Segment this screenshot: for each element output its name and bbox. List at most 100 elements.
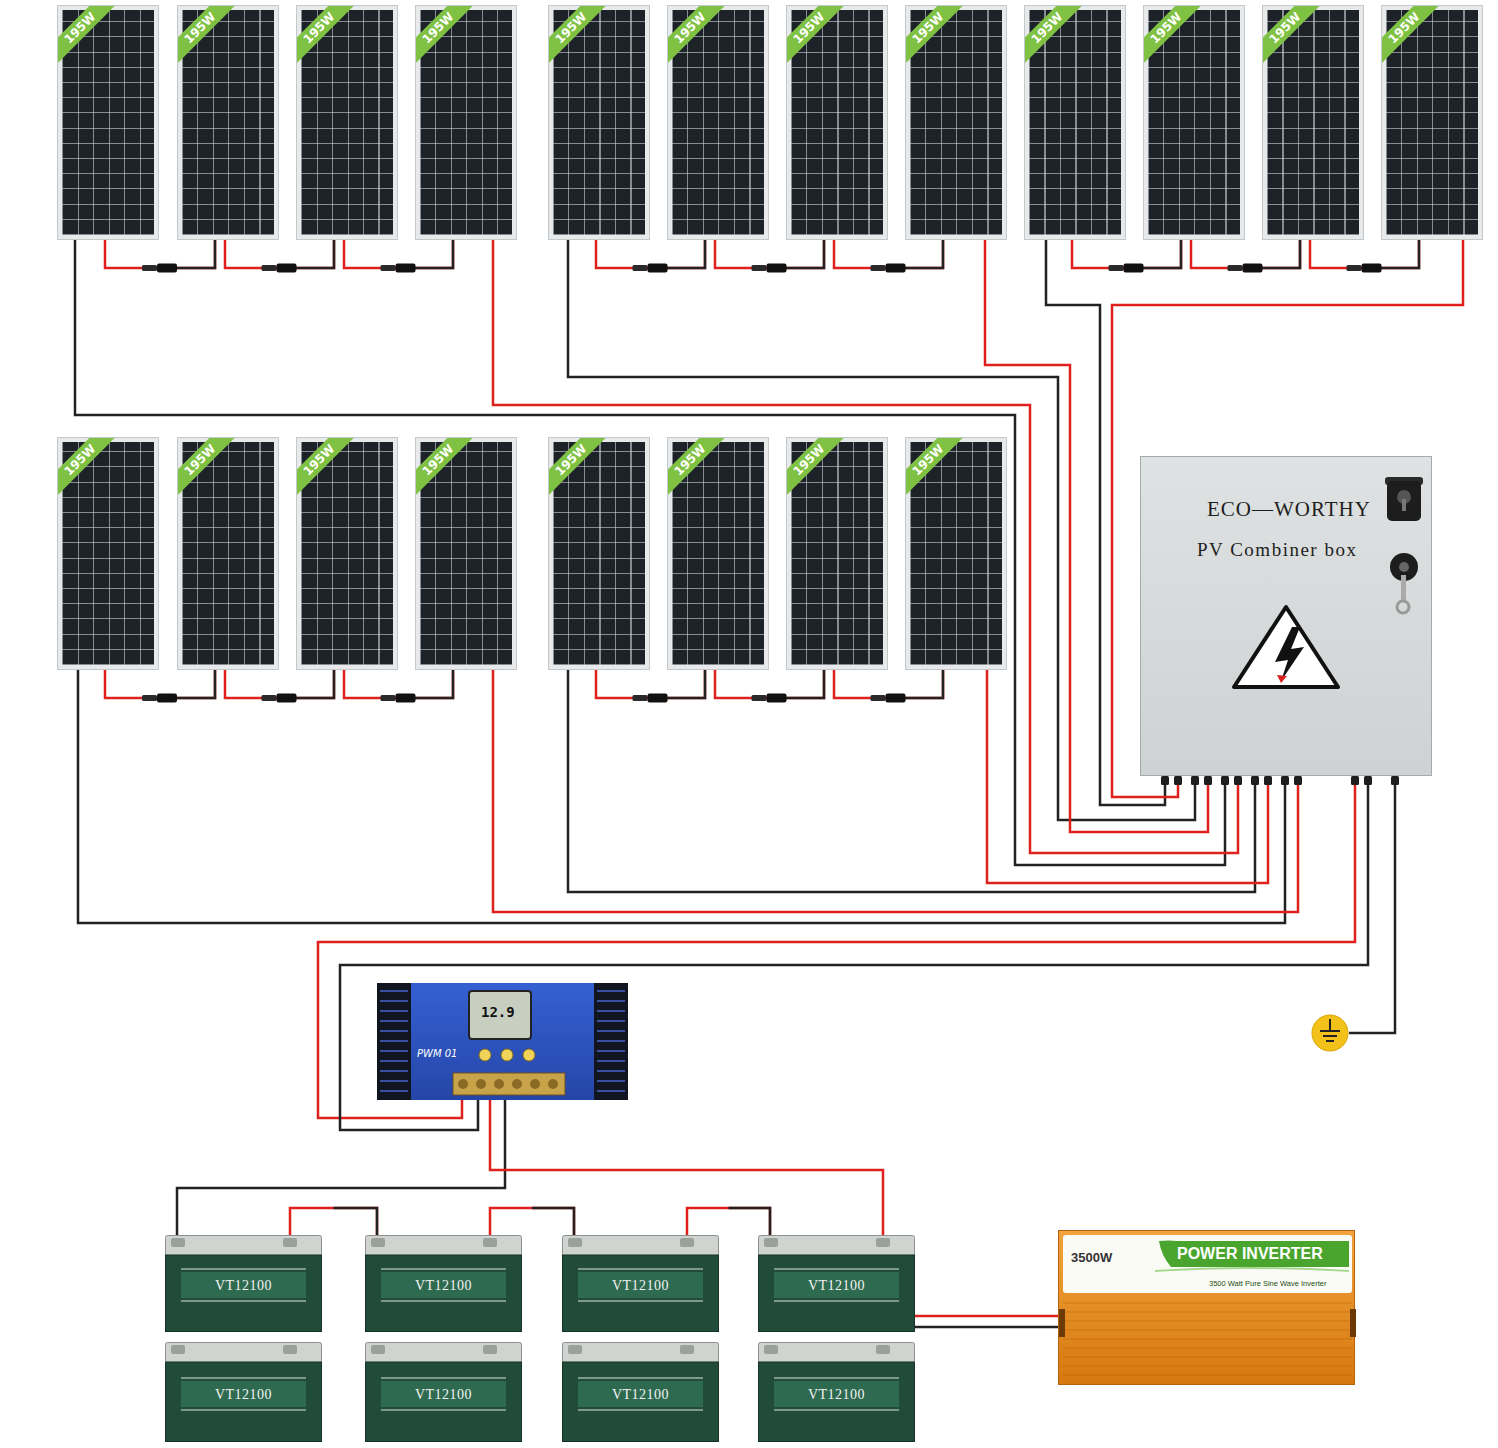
line-shape: [380, 1090, 408, 1092]
text-holder: VT12100: [165, 1276, 322, 1294]
power-inverter: 3500W POWER INVERTER 3500 Watt Pure Sine W…: [1058, 1230, 1355, 1385]
solar-panel: 195W: [1024, 5, 1126, 240]
product-subtitle: 3500 Watt Pure Sine Wave Inverter: [1209, 1279, 1326, 1288]
line-shape: [181, 1378, 306, 1379]
text-holder: VT12100: [562, 1385, 719, 1403]
rect-shape: [366, 1343, 522, 1363]
wire: [915, 1315, 1058, 1318]
rect-shape: [759, 1255, 915, 1332]
line-shape: [597, 1000, 625, 1002]
cable-gland: [1251, 776, 1259, 785]
charge-controller: 12.9PWM 01: [377, 983, 628, 1100]
line-shape: [578, 1378, 703, 1379]
wire: [490, 1100, 883, 1235]
text-holder: VT12100: [365, 1385, 522, 1403]
mc4-socket: [1124, 264, 1144, 273]
rect-shape: [366, 1236, 522, 1256]
line-shape: [578, 1410, 703, 1411]
battery-model: VT12100: [215, 1387, 272, 1402]
rect-shape: [1402, 499, 1406, 511]
battery: VT12100: [562, 1342, 719, 1442]
solar-panel: 195W: [548, 5, 650, 240]
line-shape: [1063, 1330, 1352, 1331]
solar-panel: 195W: [57, 437, 159, 670]
circle-shape: [523, 1049, 535, 1061]
text-holder: PV Combiner box: [1197, 539, 1357, 561]
battery: VT12100: [758, 1235, 915, 1332]
line-shape: [380, 1040, 408, 1042]
text-holder: 3500W: [1071, 1248, 1112, 1266]
rect-shape: [759, 1236, 915, 1256]
cable-gland: [1234, 776, 1242, 785]
rect-shape: [483, 1238, 497, 1247]
rect-shape: [563, 1255, 719, 1332]
text-holder: VT12100: [758, 1385, 915, 1403]
line-shape: [381, 1410, 506, 1411]
brand-name: ECO—WORTHY: [1207, 497, 1371, 521]
wire: [568, 240, 1195, 820]
rect-shape: [578, 1381, 703, 1407]
mc4-socket: [648, 694, 668, 703]
text-holder: POWER INVERTER: [1177, 1245, 1323, 1263]
line-shape: [381, 1269, 506, 1270]
solar-panel: 195W: [296, 5, 398, 240]
solar-panel: 195W: [548, 437, 650, 670]
mc4-socket: [886, 694, 906, 703]
path-shape: [1155, 1268, 1349, 1271]
cable-gland: [1294, 776, 1302, 785]
line-shape: [1063, 1348, 1352, 1349]
mc4-socket: [157, 264, 177, 273]
rect-shape: [166, 1236, 322, 1256]
text-holder: PWM 01: [417, 1043, 457, 1061]
line-shape: [774, 1378, 899, 1379]
mc4-plug: [871, 695, 886, 701]
cable-gland: [1281, 776, 1289, 785]
mc4-plug: [142, 265, 157, 271]
battery: VT12100: [365, 1235, 522, 1332]
battery-model: VT12100: [808, 1278, 865, 1293]
model-name: PWM 01: [417, 1048, 457, 1059]
line-shape: [380, 1030, 408, 1032]
rect-shape: [171, 1345, 185, 1354]
rect-shape: [1350, 1309, 1356, 1337]
rect-shape: [377, 983, 411, 1100]
circle-shape: [548, 1079, 558, 1089]
wire: [687, 1208, 770, 1235]
mc4-plug: [262, 695, 277, 701]
line-shape: [1063, 1303, 1352, 1304]
circle-shape: [494, 1079, 504, 1089]
line-shape: [597, 1080, 625, 1082]
text-holder: VT12100: [165, 1385, 322, 1403]
line-shape: [1063, 1321, 1352, 1322]
cable-gland: [1191, 776, 1199, 785]
text-holder: VT12100: [758, 1276, 915, 1294]
mc4-plug: [1228, 265, 1243, 271]
rect-shape: [453, 1073, 565, 1095]
rect-shape: [1063, 1235, 1352, 1293]
line-shape: [380, 990, 408, 992]
cable-gland: [1264, 776, 1272, 785]
line-shape: [597, 1010, 625, 1012]
line-shape: [181, 1301, 306, 1302]
solar-panel: 195W: [1381, 5, 1483, 240]
mc4-plug: [142, 695, 157, 701]
rect-shape: [876, 1345, 890, 1354]
solar-panel: 195W: [667, 5, 769, 240]
line-shape: [381, 1301, 506, 1302]
mc4-plug: [1347, 265, 1362, 271]
circle-shape: [476, 1079, 486, 1089]
line-shape: [1063, 1339, 1352, 1340]
line-shape: [380, 1080, 408, 1082]
negative-lead: [532, 1208, 574, 1235]
rect-shape: [1401, 575, 1406, 601]
polygon-shape: [1275, 627, 1304, 681]
rect-shape: [166, 1255, 322, 1332]
battery-model: VT12100: [215, 1278, 272, 1293]
rect-shape: [680, 1345, 694, 1354]
text-holder: 3500 Watt Pure Sine Wave Inverter: [1209, 1272, 1326, 1290]
mc4-socket: [396, 264, 416, 273]
mc4-socket: [396, 694, 416, 703]
rect-shape: [166, 1343, 322, 1363]
line-shape: [181, 1269, 306, 1270]
rect-shape: [578, 1272, 703, 1298]
